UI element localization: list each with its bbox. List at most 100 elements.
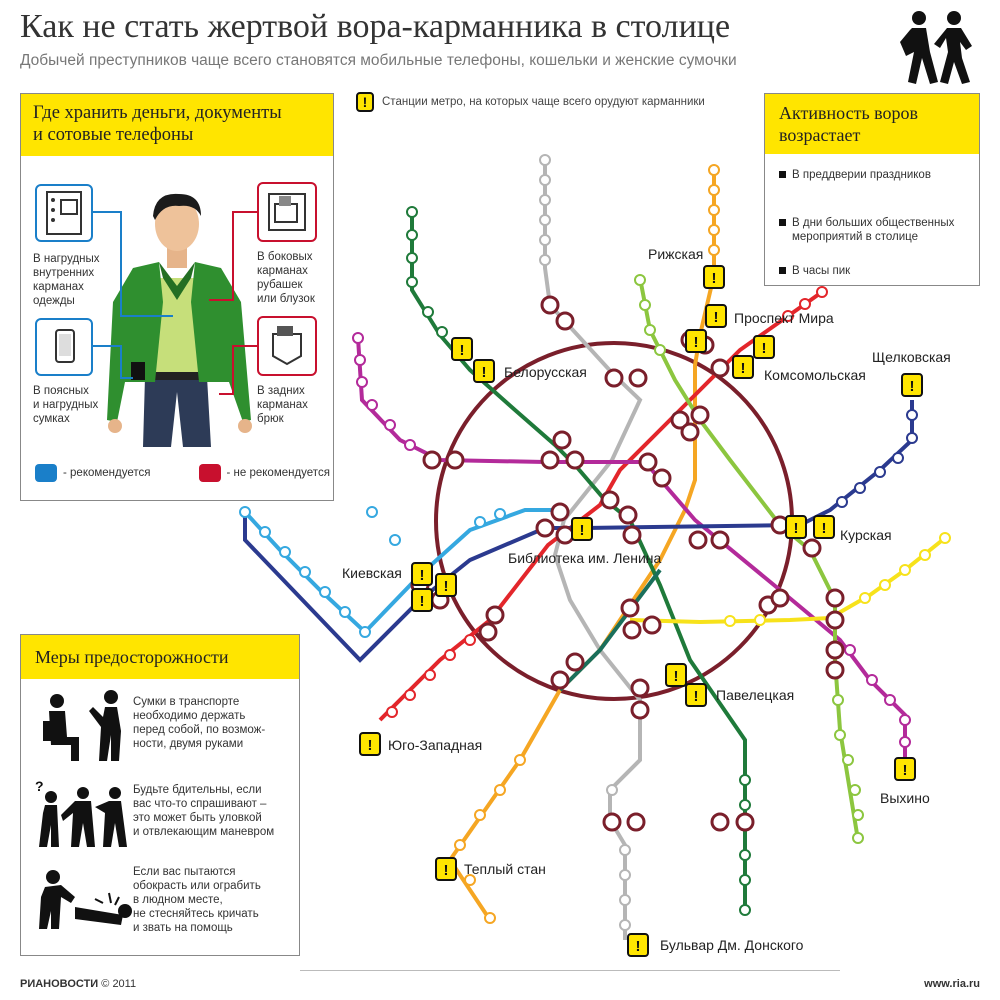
- warning-markers: ! ! ! ! ! ! ! ! ! ! ! ! ! ! ! ! ! ! ! !: [359, 265, 923, 957]
- light-blue-line: [243, 508, 560, 635]
- precaution-line: не стесняйтесь кричать: [133, 908, 259, 920]
- activity-item: В преддверии праздников: [779, 168, 931, 182]
- precaution-line: обокрасть или ограбить: [133, 880, 261, 892]
- activity-title-line2: возрастает: [779, 125, 861, 145]
- svg-text:!: !: [580, 522, 585, 539]
- copyright: © 2011: [101, 978, 137, 990]
- label-waist-bag: В поясных и нагрудных сумках: [33, 384, 98, 426]
- brand-name: РИАНОВОСТИ: [20, 978, 99, 990]
- distraction-icon: ?: [35, 778, 127, 847]
- precaution-line: необходимо держать: [133, 710, 246, 722]
- recommended-waist-bag-icon: [35, 318, 93, 376]
- warning-vykhino: !: [894, 757, 916, 781]
- label-line: В задних: [257, 385, 305, 397]
- precautions-box: Меры предосторожности Сумки в транспорте…: [20, 634, 300, 956]
- map-legend: ! Станции метро, на которых чаще всего о…: [356, 92, 705, 112]
- label-line: или блузок: [257, 293, 315, 305]
- back-pocket-icon: [272, 326, 302, 366]
- svg-text:!: !: [460, 342, 465, 359]
- precaution-line: перед собой, по возмож-: [133, 724, 266, 736]
- warning-komsomolskaya-2: !: [732, 355, 754, 379]
- label-side-pocket: В боковых карманах рубашек или блузок: [257, 250, 315, 306]
- station-label-shchelkovskaya: Щелковская: [872, 349, 951, 365]
- warning-prospekt-mira-1: !: [705, 304, 727, 328]
- label-line: карманах: [257, 265, 308, 277]
- violet-line: [356, 337, 907, 760]
- legend-not-recommended: - не рекомендуется: [226, 467, 330, 479]
- activity-title-line1: Активность воров: [779, 103, 919, 123]
- pocket-icon: [46, 191, 82, 235]
- precaution-line: Если вас пытаются: [133, 866, 236, 878]
- precaution-line: в людном месте,: [133, 894, 223, 906]
- legend-text: Станции метро, на которых чаще всего ору…: [382, 96, 705, 108]
- station-label-kievskaya: Киевская: [342, 565, 402, 581]
- precaution-line: Сумки в транспорте: [133, 696, 240, 708]
- station-label-biblioteka: Библиотека им. Ленина: [508, 550, 661, 566]
- precaution-line: это может быть уловкой: [133, 812, 262, 824]
- svg-text:!: !: [482, 364, 487, 381]
- bag-holding-icon: [43, 690, 121, 761]
- svg-text:!: !: [636, 938, 641, 955]
- warning-prospekt-mira-2: !: [685, 329, 707, 353]
- svg-text:!: !: [714, 309, 719, 326]
- label-line: рубашек: [257, 279, 303, 291]
- label-line: сумках: [33, 413, 70, 425]
- label-line: брюк: [257, 413, 284, 425]
- svg-text:!: !: [420, 567, 425, 584]
- svg-text:!: !: [444, 862, 449, 879]
- activity-text: В преддверии праздников: [792, 169, 931, 181]
- activity-item: В дни больших общественных мероприятий в…: [779, 216, 954, 244]
- footer-divider: [300, 970, 840, 971]
- shirt-pocket-icon: [268, 193, 306, 231]
- warning-teply-stan: !: [435, 857, 457, 881]
- svg-text:?: ?: [35, 778, 44, 794]
- warning-belorusskaya-2: !: [473, 359, 495, 383]
- page-subtitle: Добычей преступников чаще всего становят…: [20, 52, 737, 69]
- recommended-inner-pocket-icon: [35, 184, 93, 242]
- label-line: внутренних: [33, 267, 95, 279]
- warning-kurskaya-1: !: [785, 515, 807, 539]
- warning-kievskaya-2: !: [435, 573, 457, 597]
- storage-box: Где хранить деньги, документы и сотовые …: [20, 93, 334, 501]
- warning-kurskaya-2: !: [813, 515, 835, 539]
- activity-box-header: Активность воров возрастает: [765, 94, 979, 154]
- gray-line: [543, 160, 643, 940]
- warning-shchelkovskaya: !: [901, 373, 923, 397]
- footer-brand: РИАНОВОСТИ © 2011: [20, 978, 136, 990]
- station-label-vykhino: Выхино: [880, 790, 930, 806]
- storage-title-line2: и сотовые телефоны: [33, 125, 194, 145]
- callout-connectors: [93, 211, 257, 395]
- warning-komsomolskaya-1: !: [753, 335, 775, 359]
- station-labels: Рижская Проспект Мира Комсомольская Щелк…: [342, 246, 951, 953]
- activity-text: мероприятий в столице: [792, 231, 919, 243]
- warning-paveletskaya-2: !: [685, 683, 707, 707]
- precaution-text: Если вас пытаются обокрасть или ограбить…: [133, 865, 261, 935]
- warning-biblioteka: !: [571, 517, 593, 541]
- recommended-swatch: [35, 464, 57, 482]
- svg-text:!: !: [762, 340, 767, 357]
- activity-text: В часы пик: [792, 265, 851, 277]
- station-label-bulvar: Бульвар Дм. Донского: [660, 937, 804, 953]
- label-line: и нагрудных: [33, 399, 99, 411]
- precaution-line: ности, двумя руками: [133, 738, 244, 750]
- svg-text:!: !: [910, 378, 915, 395]
- storage-box-header: Где хранить деньги, документы и сотовые …: [21, 94, 333, 156]
- label-line: В боковых: [257, 251, 313, 263]
- label-line: одежды: [33, 295, 75, 307]
- station-label-prospekt-mira: Проспект Мира: [734, 310, 834, 326]
- svg-text:!: !: [420, 593, 425, 610]
- warning-kievskaya-1: !: [411, 562, 433, 586]
- storage-legend: - рекомендуется - не рекомендуется: [35, 464, 330, 482]
- station-label-rizhskaya: Рижская: [648, 246, 703, 262]
- warning-kievskaya-3: !: [411, 588, 433, 612]
- label-back-pocket: В задних карманах брюк: [257, 384, 308, 426]
- exclamation-icon: !: [356, 92, 374, 112]
- label-line: карманах: [257, 399, 308, 411]
- station-label-komsomolskaya: Комсомольская: [764, 367, 866, 383]
- label-inner-pocket: В нагрудных внутренних карманах одежды: [33, 252, 100, 308]
- label-line: В поясных: [33, 385, 89, 397]
- activity-item: В часы пик: [779, 264, 850, 278]
- svg-text:!: !: [368, 737, 373, 754]
- precaution-line: и звать на помощь: [133, 922, 233, 934]
